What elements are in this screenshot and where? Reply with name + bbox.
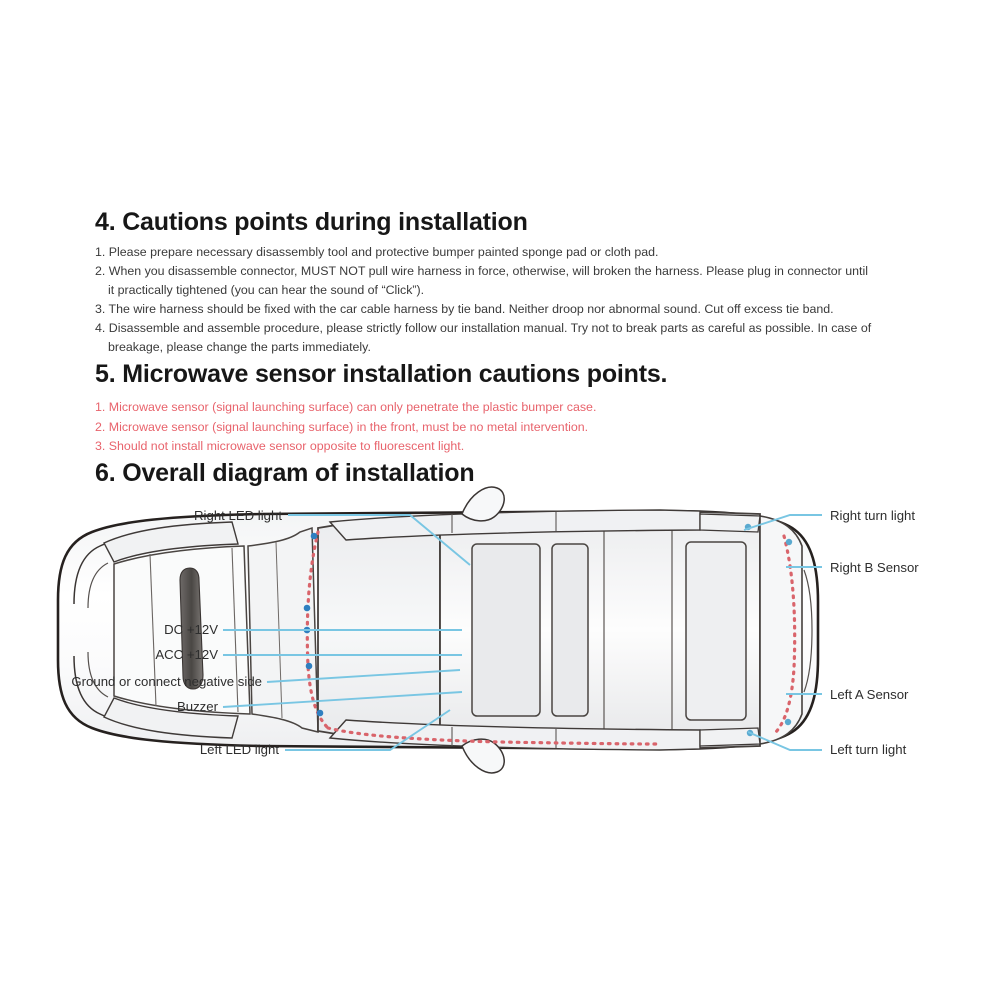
label-buzzer: Buzzer: [176, 699, 218, 714]
rear-glass-panel: [685, 541, 747, 721]
roof-glass-panel-2: [551, 543, 589, 717]
leader-lines-group: [222, 514, 822, 751]
left-side-mirror: [461, 738, 505, 774]
installation-diagram: Right LED light DC +12V ACC +12V Ground …: [0, 470, 1000, 790]
hood-vent: [179, 567, 204, 690]
front-bumper-inner-line-3: [87, 562, 109, 609]
connector-dot: [305, 662, 313, 670]
front-headlight-upper: [103, 521, 239, 563]
rear-taillight-upper: [699, 513, 761, 533]
rear-bumper-inner-line: [803, 569, 813, 693]
label-right-led-light: Right LED light: [194, 508, 282, 523]
list-item: 3. Should not install microwave sensor o…: [95, 439, 465, 453]
connector-dot: [316, 709, 324, 717]
list-item: 2. Microwave sensor (signal launching su…: [95, 419, 589, 434]
right-side-mirror: [461, 486, 505, 522]
label-left-led-light: Left LED light: [199, 742, 279, 757]
leader-right-turn-light: [743, 514, 822, 531]
hood-crease-left: [149, 553, 157, 707]
label-ground-negative: Ground or connect negative side: [71, 674, 262, 689]
car-top-view-illustration: [56, 486, 822, 774]
list-item: 1. Microwave sensor (signal launching su…: [95, 400, 597, 414]
leader-ground: [266, 669, 461, 683]
section-heading-overall-diagram: 6. Overall diagram of installation: [95, 459, 475, 487]
front-bumper-inner-line-4: [87, 651, 109, 698]
label-right-turn-light: Right turn light: [830, 508, 916, 523]
connector-dot: [303, 604, 311, 612]
leader-left-turn-light: [747, 731, 822, 751]
connector-dots-group: [303, 532, 324, 717]
right-b-sensor-dot: [785, 538, 793, 546]
list-item-continuation: it practically tightened (you can hear t…: [108, 283, 425, 297]
rear-sensor-dotted-arc: [774, 534, 797, 734]
label-dc-12v: DC +12V: [164, 622, 218, 637]
list-item-continuation: breakage, please change the parts immedi…: [108, 340, 371, 354]
front-headlight-lower: [103, 697, 239, 739]
left-a-sensor-dot: [784, 718, 792, 726]
label-right-b-sensor: Right B Sensor: [830, 560, 919, 575]
rear-taillight-lower: [699, 727, 761, 747]
leader-buzzer: [222, 691, 463, 708]
connector-dot: [310, 532, 318, 540]
leader-right-led-light: [288, 514, 471, 566]
front-sensor-dotted-lower: [326, 726, 662, 746]
section-heading-cautions-points: 4. Cautions points during installation: [95, 208, 528, 236]
list-item: 4. Disassemble and assemble procedure, p…: [95, 321, 872, 335]
list-item: 2. When you disassemble connector, MUST …: [95, 264, 868, 278]
roof-glass-panel-1: [471, 543, 541, 717]
section-heading-microwave-sensor-cautions: 5. Microwave sensor installation caution…: [95, 360, 668, 388]
trunk-panel: [759, 515, 803, 745]
list-item: 1. Please prepare necessary disassembly …: [95, 245, 659, 259]
label-left-turn-light: Left turn light: [830, 742, 907, 757]
label-left-a-sensor: Left A Sensor: [830, 687, 909, 702]
microwave-cautions-list: 1. Microwave sensor (signal launching su…: [95, 398, 975, 457]
list-item: 3. The wire harness should be fixed with…: [95, 302, 834, 316]
cautions-points-list: 1. Please prepare necessary disassembly …: [95, 243, 975, 357]
leader-left-led-light: [285, 709, 451, 751]
label-acc-12v: ACC +12V: [155, 647, 218, 662]
